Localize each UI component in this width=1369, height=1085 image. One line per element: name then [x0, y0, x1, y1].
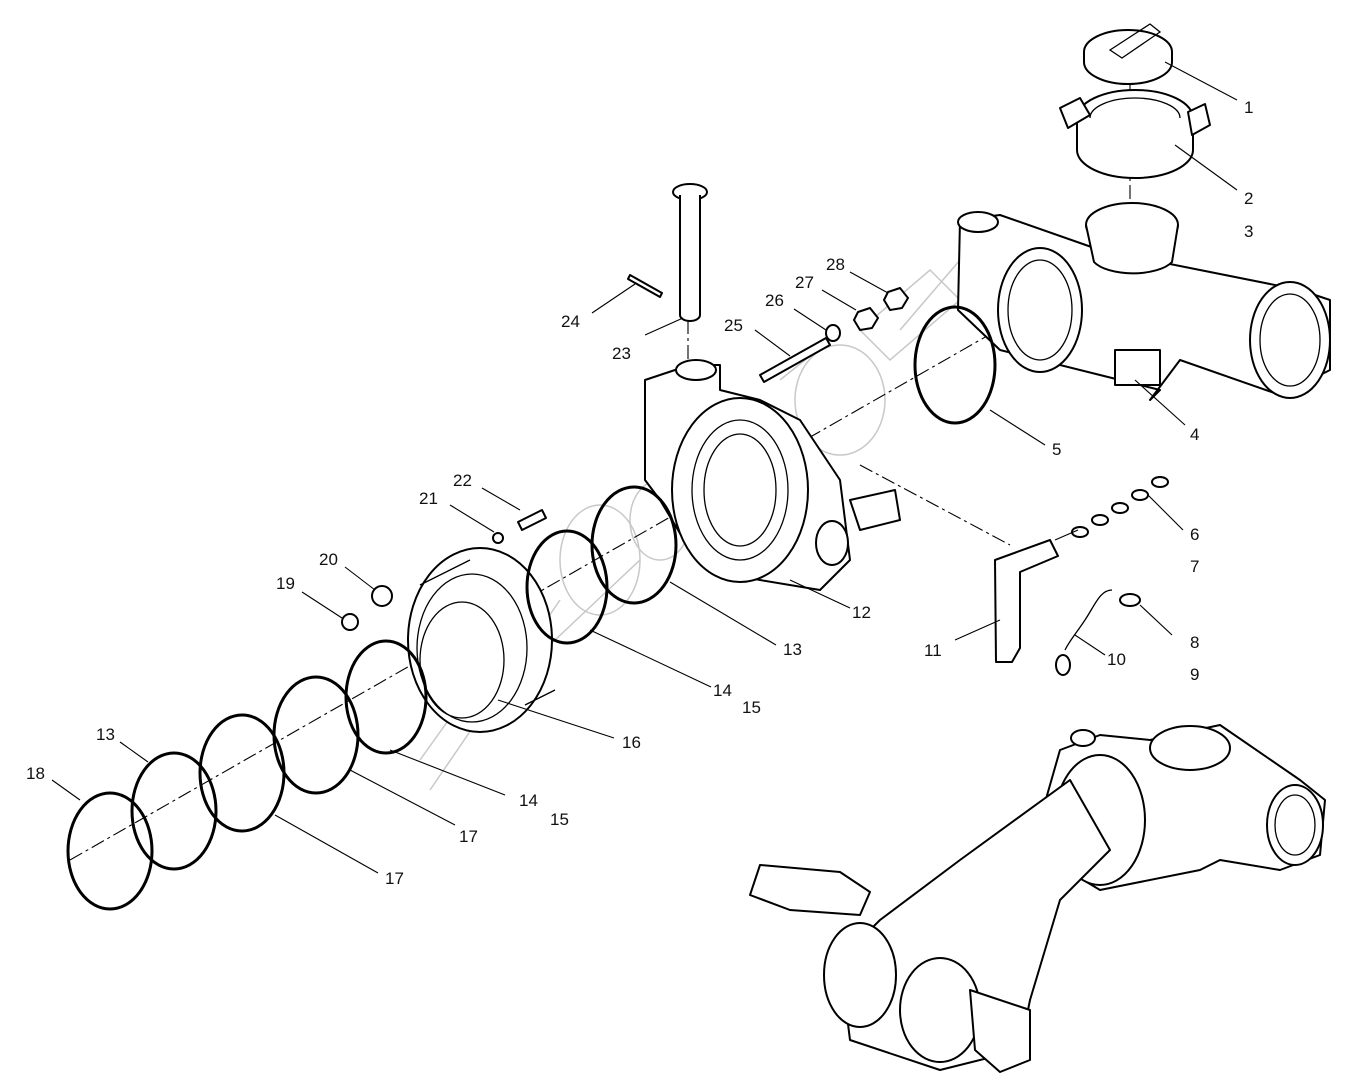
- callout-2: 2: [1244, 189, 1253, 208]
- callout-10: 10: [1107, 650, 1126, 669]
- callout-14-lower: 14: [519, 791, 538, 810]
- part-flange-bracket: [644, 359, 901, 591]
- callout-1: 1: [1244, 98, 1253, 117]
- callout-5: 5: [1052, 440, 1061, 459]
- part-ring-13-lower: [130, 751, 218, 871]
- part-bushing: [371, 585, 393, 607]
- part-clamp-coupling: [1059, 89, 1211, 179]
- callout-25: 25: [724, 316, 743, 335]
- lever-axis: [859, 464, 1011, 546]
- callout-18: 18: [26, 764, 45, 783]
- part-safety-cable: [1055, 589, 1141, 676]
- callout-15-lower: 15: [550, 810, 569, 829]
- part-stud: [759, 337, 831, 383]
- callout-21: 21: [419, 489, 438, 508]
- part-seal-ring-5: [913, 305, 997, 425]
- part-ring-13-upper: [590, 485, 678, 605]
- assembled-view: [749, 724, 1326, 1073]
- callout-19: 19: [276, 574, 295, 593]
- callout-13-upper: 13: [783, 640, 802, 659]
- part-nut: [853, 307, 879, 331]
- part-flange-hub: [407, 547, 556, 733]
- callout-9: 9: [1190, 665, 1199, 684]
- part-cap: [1083, 23, 1173, 85]
- callout-12: 12: [852, 603, 871, 622]
- callout-14-upper: 14: [713, 681, 732, 700]
- part-pin: [672, 183, 708, 322]
- part-spacer: [341, 613, 359, 631]
- callout-6: 6: [1190, 525, 1199, 544]
- part-ring-14-upper: [525, 529, 609, 645]
- callout-16: 16: [622, 733, 641, 752]
- callout-17-upper: 17: [459, 827, 478, 846]
- callout-8: 8: [1190, 633, 1199, 652]
- part-elbow-housing: [957, 202, 1331, 401]
- callout-13-lower: 13: [96, 725, 115, 744]
- callout-17-lower: 17: [385, 869, 404, 888]
- leader-lines: [51, 61, 1238, 874]
- part-chain: [1071, 476, 1169, 538]
- callout-23: 23: [612, 344, 631, 363]
- callout-7: 7: [1190, 557, 1199, 576]
- callout-28: 28: [826, 255, 845, 274]
- assembly-axis: [69, 299, 1051, 861]
- callout-20: 20: [319, 550, 338, 569]
- part-split-pin: [627, 274, 663, 298]
- callout-3: 3: [1244, 222, 1253, 241]
- part-ring-17-inner: [272, 675, 360, 795]
- part-lever: [994, 539, 1059, 663]
- part-lock-nut: [883, 287, 909, 311]
- part-washer: [825, 324, 841, 342]
- part-ring-17-outer: [198, 713, 286, 833]
- callout-22: 22: [453, 471, 472, 490]
- part-bolt: [517, 509, 547, 531]
- callout-15-upper: 15: [742, 698, 761, 717]
- callout-labels: 1 2 3 4 5 6 7 8 9 10 11 12 13 14 15 16 1…: [26, 98, 1253, 888]
- callout-11: 11: [924, 641, 942, 660]
- callout-4: 4: [1190, 425, 1199, 444]
- callout-27: 27: [795, 273, 814, 292]
- callout-26: 26: [765, 291, 784, 310]
- part-ring-18: [66, 791, 154, 911]
- callout-24: 24: [561, 312, 580, 331]
- part-small-washer: [492, 532, 504, 544]
